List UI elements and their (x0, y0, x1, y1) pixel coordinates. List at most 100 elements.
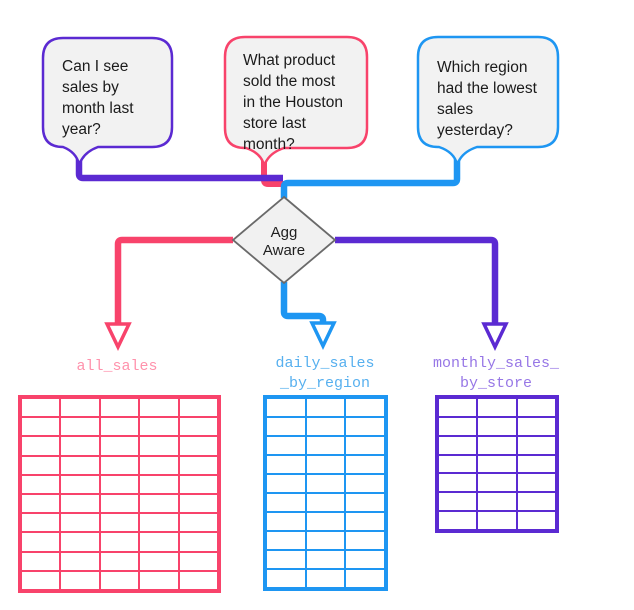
table-cell (306, 475, 345, 492)
table-cell (306, 532, 345, 549)
decision-label: Agg Aware (262, 224, 306, 259)
table-label-all-sales: all_sales (76, 358, 158, 375)
table-cell (61, 418, 99, 436)
table-cell (267, 456, 305, 473)
table-cell (61, 514, 99, 532)
blue-question-connector (280, 156, 461, 198)
table-cell (346, 494, 384, 511)
table-cell (517, 399, 555, 416)
table-cell (179, 399, 217, 417)
table-cell (61, 571, 99, 589)
table-cell (179, 494, 217, 513)
table-cell (61, 475, 99, 493)
table-cell (140, 514, 178, 532)
blue-arrowhead-icon (309, 321, 337, 351)
table-cell (346, 532, 384, 549)
table-cell (517, 436, 555, 454)
table-cell (140, 533, 178, 551)
table-cell (179, 475, 217, 493)
table-cell (306, 494, 345, 511)
table-cell (100, 494, 139, 513)
table-cell (267, 418, 305, 435)
table-cell (140, 475, 178, 493)
table-cell (439, 455, 477, 473)
table-cell (517, 512, 555, 529)
table-cell (267, 570, 305, 587)
table-cell (478, 399, 516, 416)
table-cell (478, 512, 516, 529)
table-cell (179, 437, 217, 455)
table-cell (140, 418, 178, 436)
table-cell (346, 418, 384, 435)
table-cell (478, 493, 516, 511)
table-cell (100, 571, 139, 589)
table-cell (140, 571, 178, 589)
table-cell (517, 474, 555, 492)
table-cell (517, 493, 555, 511)
table-daily-sales-by-region (263, 395, 388, 591)
blue-output-connector (280, 282, 327, 324)
table-cell (179, 552, 217, 570)
table-cell (179, 533, 217, 551)
table-cell (346, 570, 384, 587)
table-cell (439, 512, 477, 529)
question-text-houston-product: What product sold the most in the Housto… (243, 52, 343, 153)
table-cell (179, 514, 217, 532)
table-cell (140, 437, 178, 455)
table-cell (439, 399, 477, 416)
table-cell (61, 456, 99, 474)
table-cell (61, 552, 99, 570)
table-cell (478, 455, 516, 473)
table-cell (140, 552, 178, 570)
table-cell (267, 475, 305, 492)
table-cell (267, 437, 305, 454)
table-cell (267, 399, 305, 416)
table-cell (267, 494, 305, 511)
table-cell (346, 513, 384, 530)
table-cell (517, 455, 555, 473)
table-cell (100, 552, 139, 570)
table-cell (140, 399, 178, 417)
table-cell (22, 456, 60, 474)
table-cell (100, 418, 139, 436)
table-cell (179, 456, 217, 474)
table-all-sales (18, 395, 221, 593)
table-cell (22, 552, 60, 570)
speech-bubble-purple (41, 36, 174, 168)
table-cell (100, 533, 139, 551)
table-cell (100, 399, 139, 417)
purple-arrowhead-icon (481, 322, 509, 352)
table-cell (306, 513, 345, 530)
table-cell (22, 571, 60, 589)
table-cell (100, 456, 139, 474)
table-cell (100, 475, 139, 493)
table-cell (61, 399, 99, 417)
table-cell (267, 513, 305, 530)
table-cell (306, 399, 345, 416)
table-cell (61, 494, 99, 513)
speech-bubble-pink (223, 35, 369, 169)
table-cell (346, 475, 384, 492)
question-text-lowest-region: Which region had the lowest sales yester… (437, 59, 537, 139)
table-cell (22, 533, 60, 551)
table-label-monthly-sales-by-store: monthly_sales_ by_store (432, 355, 560, 392)
table-cell (478, 474, 516, 492)
table-cell (179, 571, 217, 589)
table-cell (22, 418, 60, 436)
table-cell (478, 417, 516, 435)
table-cell (267, 551, 305, 568)
table-cell (478, 436, 516, 454)
table-label-daily-sales-by-region: daily_sales _by_region (275, 355, 375, 392)
table-cell (306, 437, 345, 454)
table-cell (61, 437, 99, 455)
table-cell (22, 475, 60, 493)
purple-output-connector (335, 236, 499, 325)
decision-diamond (231, 195, 337, 285)
table-cell (267, 532, 305, 549)
table-cell (517, 417, 555, 435)
table-cell (306, 418, 345, 435)
table-cell (439, 474, 477, 492)
table-cell (61, 533, 99, 551)
